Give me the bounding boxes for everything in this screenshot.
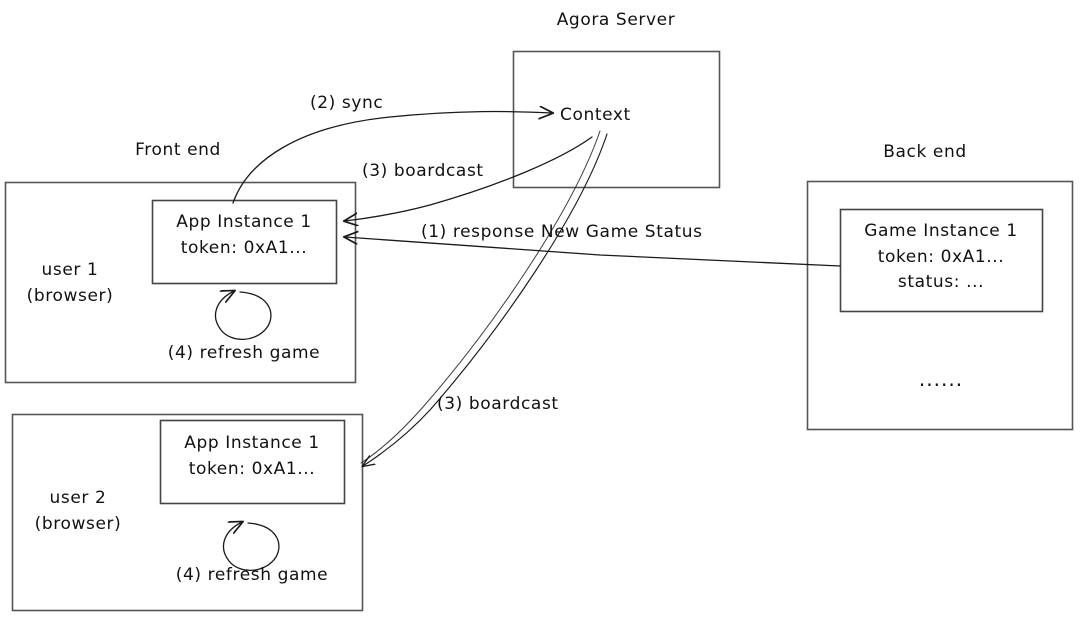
user2-refresh-label: (4) refresh game — [175, 565, 329, 585]
user2-app-instance-line1: App Instance 1 — [184, 433, 320, 453]
user2-name-line2: (browser) — [34, 513, 122, 534]
user1-app-instance-line2: token: 0xA1... — [180, 237, 308, 258]
context-label: Context — [560, 105, 631, 125]
game-instance-line1: Game Instance 1 — [864, 221, 1018, 241]
user1-app-instance-text: App Instance 1 token: 0xA1... — [176, 210, 312, 261]
user2-name: user 2 (browser) — [35, 486, 122, 537]
agora-server-title: Agora Server — [556, 10, 676, 30]
user1-name-line2: (browser) — [26, 285, 114, 306]
user1-refresh-loop-arrow — [214, 291, 272, 340]
user2-name-line1: user 2 — [49, 488, 107, 508]
user1-refresh-label: (4) refresh game — [167, 343, 321, 363]
edge-sync-arrow — [232, 112, 552, 204]
user2-app-instance-line2: token: 0xA1... — [188, 458, 316, 479]
game-instance-line3: status: ... — [897, 272, 985, 292]
user1-name-line1: user 1 — [41, 260, 99, 280]
edge-label-sync: (2) sync — [310, 93, 384, 113]
front-end-title: Front end — [135, 140, 221, 160]
edge-label-response: (1) response New Game Status — [421, 222, 703, 242]
back-end-title: Back end — [883, 142, 967, 162]
user1-app-instance-line1: App Instance 1 — [176, 212, 312, 232]
edge-label-boardcast-user1: (3) boardcast — [362, 161, 484, 181]
edge-label-boardcast-user2: (3) boardcast — [437, 394, 559, 414]
back-end-more-label: ...... — [918, 367, 964, 391]
game-instance-text: Game Instance 1 token: 0xA1... status: .… — [864, 219, 1018, 296]
user2-app-instance-text: App Instance 1 token: 0xA1... — [184, 431, 320, 482]
user1-name: user 1 (browser) — [27, 258, 114, 309]
game-instance-line2: token: 0xA1... — [877, 246, 1005, 267]
